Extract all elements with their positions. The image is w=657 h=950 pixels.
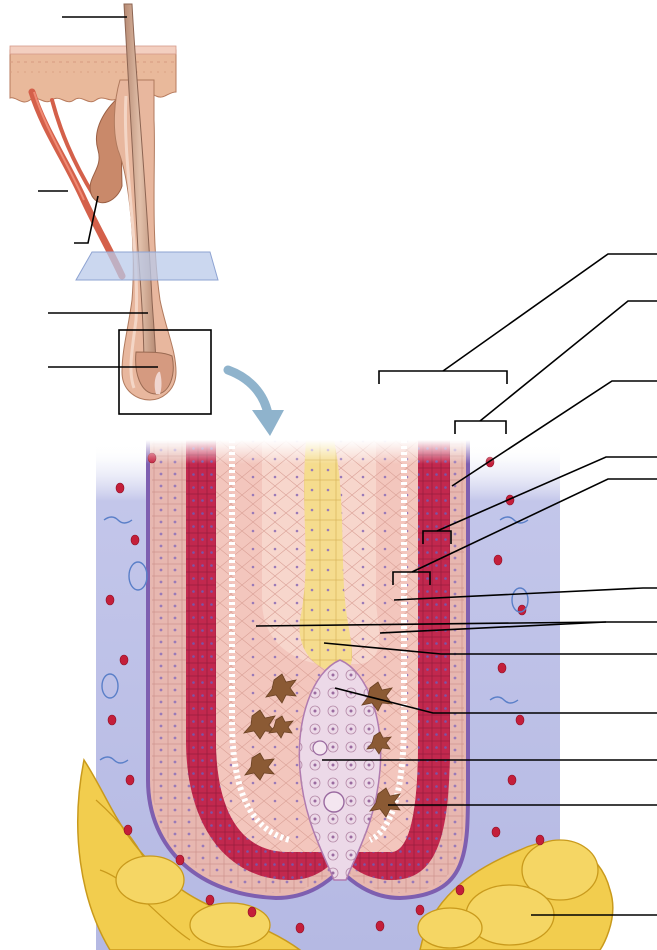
zoom-arrow [228, 370, 284, 436]
bracket-root-sheath [379, 371, 507, 384]
enlarged-follicle [78, 440, 613, 950]
leader-right-2 [480, 301, 657, 421]
skin-inset [10, 4, 218, 414]
section-plane [76, 252, 218, 280]
leader-right-1 [443, 254, 657, 371]
bracket-outer-sheath [455, 421, 506, 434]
